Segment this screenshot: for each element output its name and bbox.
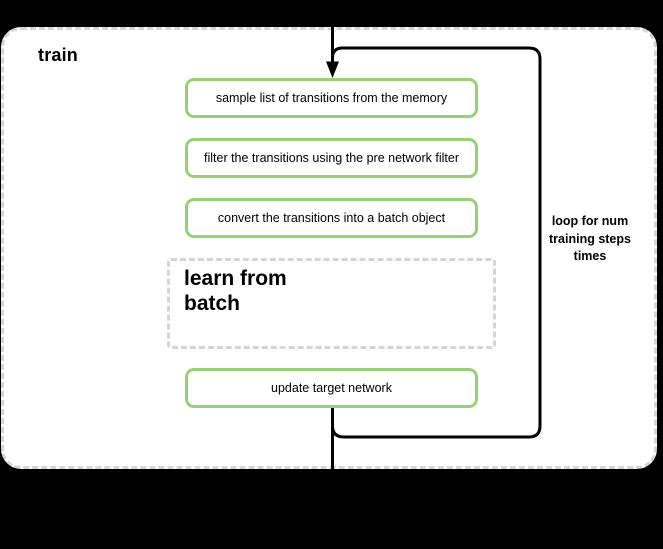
train-group-title: train	[38, 45, 79, 65]
loop-annotation-label: loop for num training steps times	[549, 214, 631, 263]
arrow-down-icon	[326, 61, 339, 78]
subprocess-learn-from-batch: learn from batch	[167, 258, 496, 349]
step-sample-transitions: sample list of transitions from the memo…	[185, 78, 478, 118]
loop-back-path	[331, 46, 542, 439]
step-convert-to-batch: convert the transitions into a batch obj…	[185, 198, 478, 238]
step-update-target-network: update target network	[185, 368, 478, 408]
step-filter-transitions: filter the transitions using the pre net…	[185, 138, 478, 178]
